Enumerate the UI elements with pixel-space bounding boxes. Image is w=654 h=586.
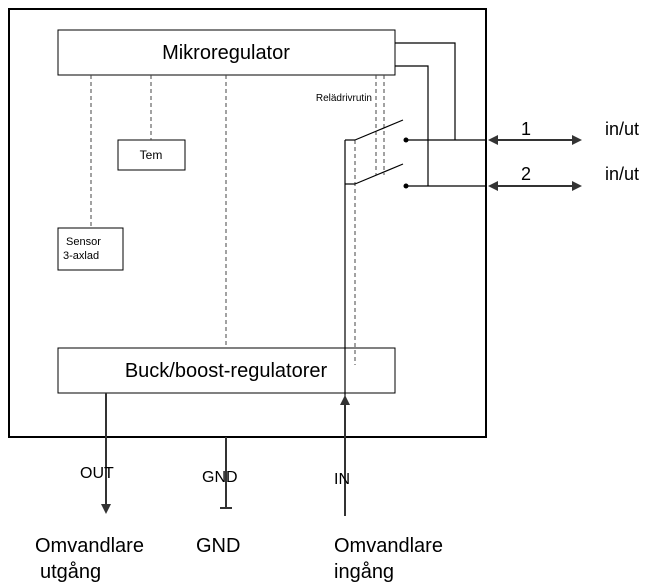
relay-switches	[344, 42, 486, 437]
microcontroller-block: Mikroregulator	[57, 29, 396, 76]
port-arrows	[488, 135, 582, 191]
port1-direction: in/ut	[605, 119, 639, 139]
port2-direction: in/ut	[605, 164, 639, 184]
temperature-block: Tem	[117, 139, 186, 171]
dashed-connections	[90, 75, 385, 365]
sensor-label-line1: Sensor	[66, 236, 101, 248]
gnd-pin-label: GND	[202, 469, 238, 486]
in-caption-line1: Omvandlare	[334, 535, 443, 557]
out-pin-label: OUT	[80, 465, 114, 482]
relay-driver-label: Relädrivrutin	[316, 93, 372, 104]
in-pin-label: IN	[334, 471, 350, 488]
module-outline	[8, 8, 487, 438]
sensor-block: Sensor 3-axlad	[57, 227, 124, 271]
out-caption-line1: Omvandlare	[35, 535, 144, 557]
sensor-label-line2: 3-axlad	[63, 250, 99, 262]
buck-boost-block: Buck/boost-regulatorer	[57, 347, 396, 394]
port1-number: 1	[521, 119, 531, 139]
in-caption-line2: ingång	[334, 561, 394, 583]
relay2-contact-dot	[403, 183, 409, 189]
temperature-label: Tem	[140, 148, 163, 162]
relay1-contact-dot	[403, 137, 409, 143]
microcontroller-label: Mikroregulator	[162, 42, 290, 64]
gnd-caption: GND	[196, 535, 240, 557]
port2-number: 2	[521, 164, 531, 184]
buck-boost-label: Buck/boost-regulatorer	[125, 360, 328, 382]
out-caption-line2: utgång	[40, 561, 101, 583]
